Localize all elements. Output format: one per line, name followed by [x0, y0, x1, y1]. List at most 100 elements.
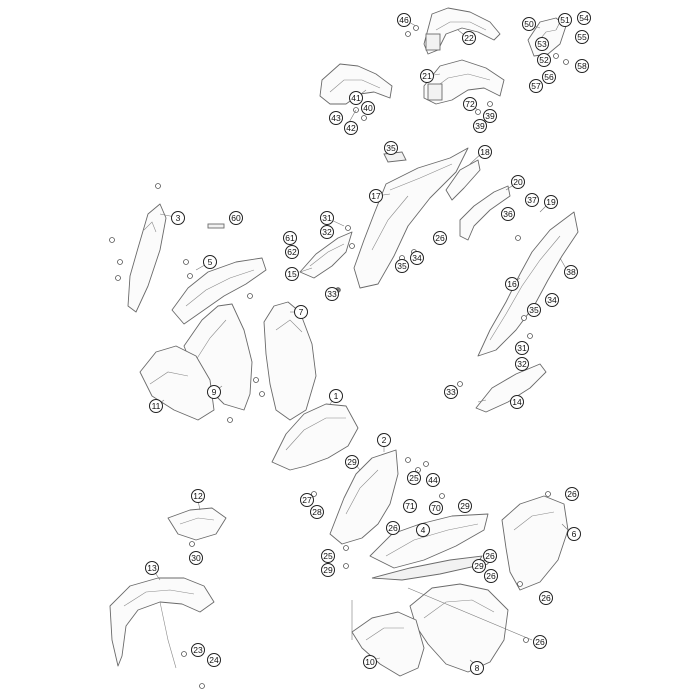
svg-text:35: 35 — [397, 261, 407, 271]
svg-text:4: 4 — [421, 525, 426, 535]
callout-31-b: 31 — [515, 341, 529, 355]
svg-text:32: 32 — [322, 227, 332, 237]
svg-text:9: 9 — [212, 387, 217, 397]
part-8-lower-fairing — [409, 583, 509, 673]
callout-42: 42 — [344, 121, 358, 135]
callout-23: 23 — [191, 643, 205, 657]
svg-text:27: 27 — [302, 495, 312, 505]
part-15-side-panel-left — [299, 231, 353, 279]
callout-29-a: 29 — [345, 455, 359, 469]
callout-1: 1 — [329, 389, 343, 403]
part-16-side-fairing-right — [477, 211, 579, 357]
callout-25-a: 25 — [407, 471, 421, 485]
callout-53: 53 — [535, 37, 549, 51]
callout-26-d: 26 — [483, 549, 497, 563]
callout-43: 43 — [329, 111, 343, 125]
svg-text:25: 25 — [323, 551, 333, 561]
callout-32-b: 32 — [515, 357, 529, 371]
svg-text:10: 10 — [365, 657, 375, 667]
svg-text:37: 37 — [527, 195, 537, 205]
svg-text:14: 14 — [512, 397, 522, 407]
svg-text:16: 16 — [507, 279, 517, 289]
svg-text:34: 34 — [412, 253, 422, 263]
part-13-front-mudguard — [109, 577, 215, 669]
callout-33-b: 33 — [444, 385, 458, 399]
svg-text:39: 39 — [475, 121, 485, 131]
svg-text:26: 26 — [435, 233, 445, 243]
svg-text:29: 29 — [474, 561, 484, 571]
callout-29-c: 29 — [321, 563, 335, 577]
svg-text:56: 56 — [544, 72, 554, 82]
svg-text:35: 35 — [529, 305, 539, 315]
callout-29-b: 29 — [458, 499, 472, 513]
svg-text:71: 71 — [405, 501, 415, 511]
callout-30: 30 — [189, 551, 203, 565]
svg-text:22: 22 — [464, 33, 474, 43]
svg-text:54: 54 — [579, 13, 589, 23]
callout-35-b: 35 — [395, 259, 409, 273]
callout-50: 50 — [522, 17, 536, 31]
part-2-front-fairing — [329, 449, 399, 545]
callout-33-a: 33 — [325, 287, 339, 301]
svg-text:11: 11 — [152, 401, 161, 411]
svg-text:12: 12 — [193, 491, 203, 501]
callout-9: 9 — [207, 385, 221, 399]
callout-41: 41 — [349, 91, 363, 105]
callout-7: 7 — [294, 305, 308, 319]
callout-8: 8 — [470, 661, 484, 675]
svg-text:33: 33 — [446, 387, 456, 397]
svg-text:26: 26 — [567, 489, 577, 499]
callout-11: 11 — [149, 399, 163, 413]
callout-13: 13 — [145, 561, 159, 575]
svg-text:24: 24 — [209, 655, 219, 665]
svg-text:30: 30 — [191, 553, 201, 563]
callout-62: 62 — [285, 245, 299, 259]
callout-57: 57 — [529, 79, 543, 93]
left-hardware — [109, 183, 265, 423]
part-7-side-fairing-strip — [263, 301, 317, 421]
callout-60: 60 — [229, 211, 243, 225]
callout-44: 44 — [426, 473, 440, 487]
callout-52: 52 — [537, 53, 551, 67]
svg-text:5: 5 — [208, 257, 213, 267]
callout-34-b: 34 — [545, 293, 559, 307]
svg-text:33: 33 — [327, 289, 337, 299]
svg-text:44: 44 — [428, 475, 438, 485]
callout-24: 24 — [207, 653, 221, 667]
svg-text:26: 26 — [486, 571, 496, 581]
callout-39-b: 39 — [483, 109, 497, 123]
callout-58: 58 — [575, 59, 589, 73]
svg-text:29: 29 — [323, 565, 333, 575]
svg-text:23: 23 — [193, 645, 203, 655]
svg-text:32: 32 — [517, 359, 527, 369]
callout-36: 36 — [501, 207, 515, 221]
callout-54: 54 — [577, 11, 591, 25]
callout-26-a: 26 — [433, 231, 447, 245]
part-1-windscreen — [271, 403, 359, 471]
svg-text:26: 26 — [388, 523, 398, 533]
callout-27: 27 — [300, 493, 314, 507]
part-6-right-fairing — [501, 495, 569, 591]
svg-text:3: 3 — [176, 213, 181, 223]
callout-19: 19 — [544, 195, 558, 209]
svg-text:51: 51 — [560, 15, 570, 25]
svg-text:25: 25 — [409, 473, 419, 483]
part-12-bracket — [167, 507, 227, 541]
svg-text:62: 62 — [287, 247, 297, 257]
svg-text:28: 28 — [312, 507, 322, 517]
svg-text:31: 31 — [517, 343, 527, 353]
part-17-tank-cover — [353, 147, 469, 289]
callout-26-f: 26 — [539, 591, 553, 605]
callout-55: 55 — [575, 30, 589, 44]
callout-28: 28 — [310, 505, 324, 519]
svg-text:6: 6 — [572, 529, 577, 539]
callout-46: 46 — [397, 13, 411, 27]
svg-text:42: 42 — [346, 123, 356, 133]
callout-3: 3 — [171, 211, 185, 225]
callout-31-a: 31 — [320, 211, 334, 225]
callout-14: 14 — [510, 395, 524, 409]
callout-37: 37 — [525, 193, 539, 207]
callout-61: 61 — [283, 231, 297, 245]
